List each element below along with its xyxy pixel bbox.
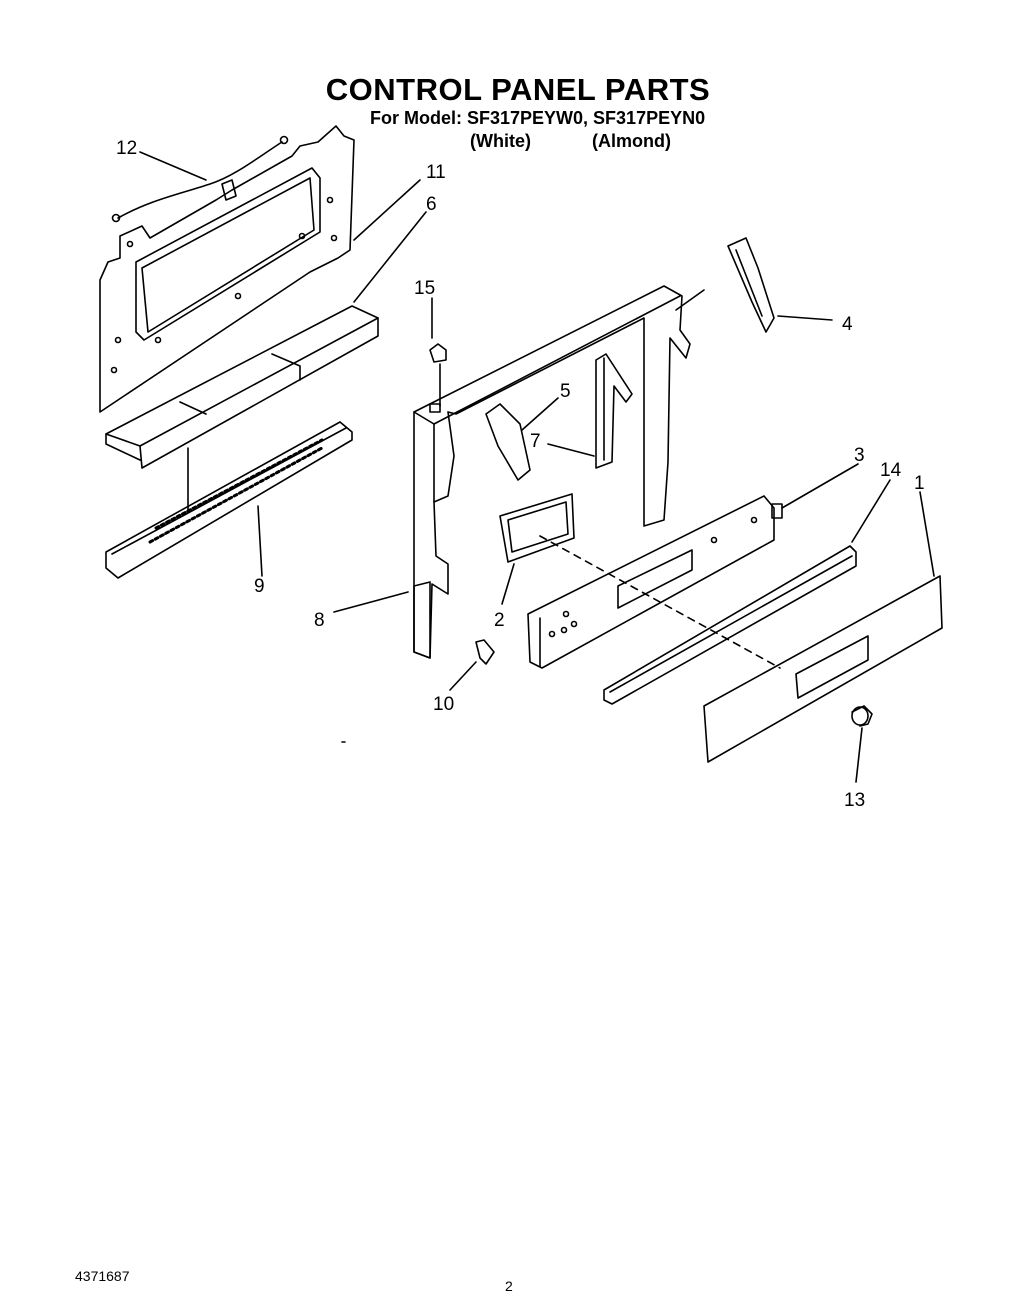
label-part-7: 7 [530,431,541,452]
page-number: 2 [505,1278,513,1294]
part-12-wire [111,135,289,223]
page-title: CONTROL PANEL PARTS [325,72,711,107]
label-part-6: 6 [426,194,437,215]
label-part-4: 4 [842,314,853,335]
label-part-11: 11 [426,162,446,183]
part-15-clip [429,343,447,407]
leader-lines [139,151,935,783]
part-1-front-panel [703,575,943,763]
label-part-9: 9 [254,576,265,597]
part-labels: 1 2 3 4 5 6 7 8 9 10 11 12 13 14 15 [116,138,925,811]
label-part-15: 15 [414,278,435,299]
label-part-3: 3 [854,445,865,466]
doc-number: 4371687 [75,1268,130,1284]
part-4-end-cap [727,237,775,333]
part-13-knob [851,705,873,727]
model-line: For Model: SF317PEYW0, SF317PEYN0 [370,108,706,128]
label-part-12: 12 [116,138,137,159]
label-part-10: 10 [433,694,454,715]
variant-almond: (Almond) [592,131,671,151]
part-9-vent-channel [105,421,353,579]
part-14-trim-strip [603,545,857,705]
label-part-8: 8 [314,610,325,631]
part-8-frame [413,285,691,659]
part-6-channel [105,305,379,469]
part-11-back-plate [99,125,355,413]
part-7-bracket [595,353,633,469]
label-part-5: 5 [560,381,571,402]
variant-white: (White) [470,131,531,151]
part-10-clip [475,639,495,665]
part-3-control-bracket [527,495,783,669]
label-part-1: 1 [914,473,925,494]
alignment-line [539,535,781,669]
label-part-14: 14 [880,460,902,481]
part-5-bracket [485,403,531,481]
label-part-13: 13 [844,790,865,811]
label-part-2: 2 [494,610,505,631]
part-2-display [499,493,575,563]
